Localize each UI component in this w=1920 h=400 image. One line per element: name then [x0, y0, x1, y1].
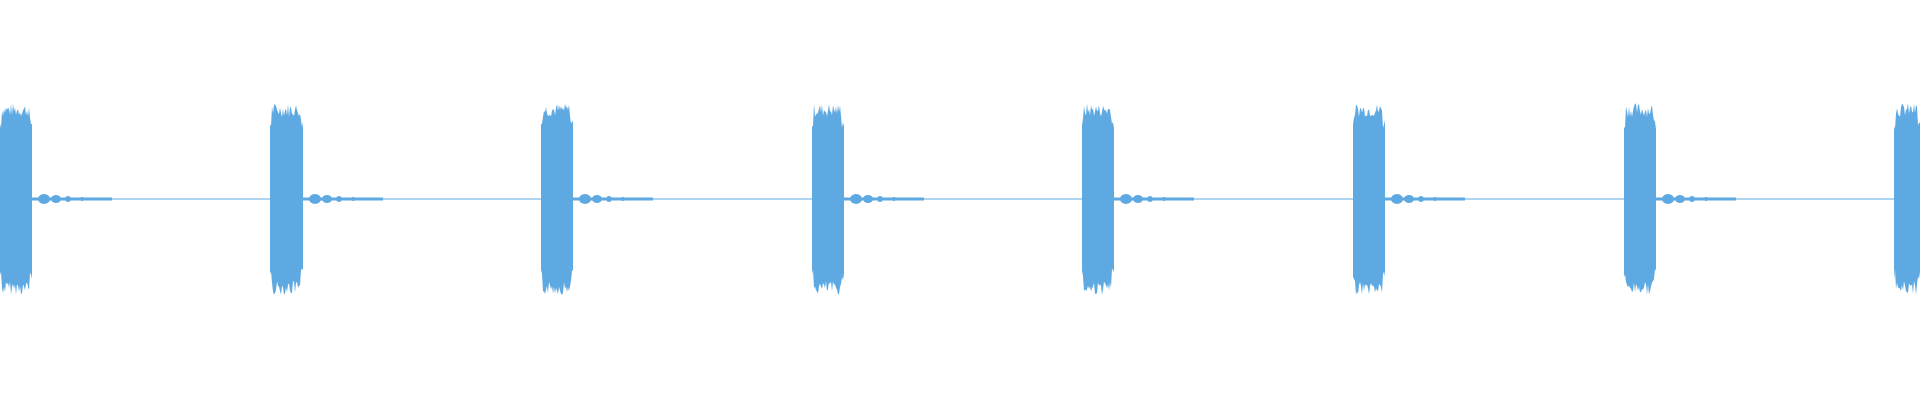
tail-decay	[573, 197, 653, 201]
burst-6	[1353, 104, 1465, 295]
burst-7	[1624, 103, 1736, 295]
burst-5	[1082, 103, 1194, 295]
burst-body	[812, 103, 844, 295]
burst-body	[270, 104, 303, 295]
burst-body	[541, 103, 573, 295]
burst-1	[0, 103, 112, 295]
burst-body	[1894, 103, 1920, 295]
tail-decay	[1385, 197, 1465, 201]
burst-4	[812, 103, 924, 295]
tail-decay	[1656, 197, 1736, 201]
tail-decay	[303, 197, 383, 201]
waveform-bursts	[0, 103, 1920, 295]
burst-3	[541, 103, 653, 295]
burst-8	[1894, 103, 1920, 295]
burst-body	[1082, 103, 1114, 295]
tail-decay	[844, 197, 924, 201]
burst-2	[270, 104, 383, 295]
tail-decay	[32, 197, 112, 201]
burst-body	[1624, 103, 1656, 295]
burst-body	[1353, 104, 1385, 295]
tail-decay	[1114, 197, 1194, 201]
burst-body	[0, 103, 32, 295]
